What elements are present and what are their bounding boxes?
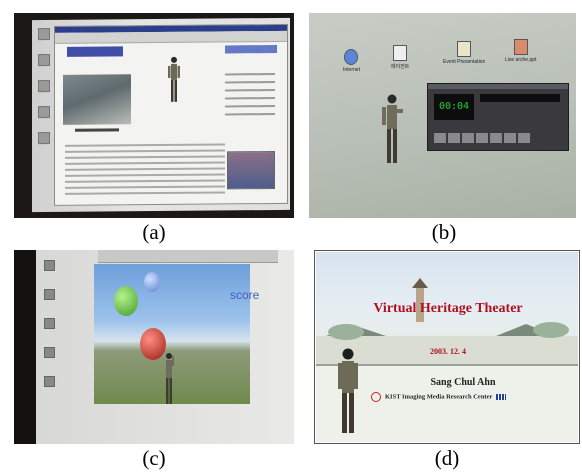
projected-screen: score	[36, 250, 294, 444]
affiliation-text: KIST Imaging Media Research Center	[385, 393, 493, 401]
score-label: score	[230, 288, 260, 302]
photo-panel-c: score	[14, 250, 294, 444]
kist-logo-icon	[371, 392, 381, 402]
photo-panel-a	[14, 13, 294, 218]
player-track-display	[480, 94, 560, 102]
photo-panel-b: Internet 에이전트 Event Presentation Lise ar…	[309, 13, 576, 218]
photo-panel-d: Virtual Heritage Theater 2003. 12. 4 San…	[314, 250, 580, 444]
heritage-background	[316, 252, 578, 442]
player-time: 00:04	[434, 94, 474, 120]
window-titlebar	[98, 250, 278, 263]
caption-d: (d)	[434, 446, 460, 470]
internet-icon[interactable]: Internet	[343, 49, 360, 73]
site-logo	[67, 46, 123, 57]
slide-date: 2003. 12. 4	[430, 347, 466, 356]
content-columns	[65, 143, 225, 198]
browser-toolbar	[55, 30, 287, 44]
green-balloon[interactable]	[114, 286, 138, 316]
caption-a: (a)	[142, 220, 166, 244]
ppt-file-icon[interactable]: Lise arche.ppt	[505, 39, 536, 63]
agent-file-icon[interactable]: 에이전트	[391, 45, 409, 70]
imrc-logo-icon	[496, 394, 507, 400]
photo-label	[75, 128, 119, 132]
caption-b: (b)	[431, 220, 457, 244]
slide-title: Virtual Heritage Theater	[373, 301, 523, 316]
player-controls[interactable]	[434, 130, 562, 143]
affiliation: KIST Imaging Media Research Center	[371, 392, 507, 402]
site-banner	[225, 44, 277, 54]
virtual-presenter	[166, 353, 174, 404]
presenter-name: Sang Chul Ahn	[430, 377, 496, 388]
virtual-presenter	[338, 348, 358, 433]
palace-illustration	[316, 278, 578, 442]
projected-screen	[32, 17, 290, 213]
presentation-file-icon[interactable]: Event Presentation	[443, 41, 485, 65]
blue-balloon[interactable]	[144, 272, 160, 292]
virtual-presenter	[168, 56, 180, 102]
news-list	[225, 73, 275, 121]
caption-c: (c)	[142, 446, 166, 470]
site-photo	[63, 74, 131, 125]
player-titlebar	[428, 84, 568, 89]
desktop-icons	[38, 27, 50, 148]
browser-window	[54, 23, 288, 206]
winamp-player[interactable]: 00:04	[427, 83, 569, 151]
thumbnail-image	[227, 151, 275, 190]
desktop-icons	[44, 260, 55, 405]
red-balloon[interactable]	[140, 328, 166, 360]
virtual-presenter	[382, 94, 403, 163]
